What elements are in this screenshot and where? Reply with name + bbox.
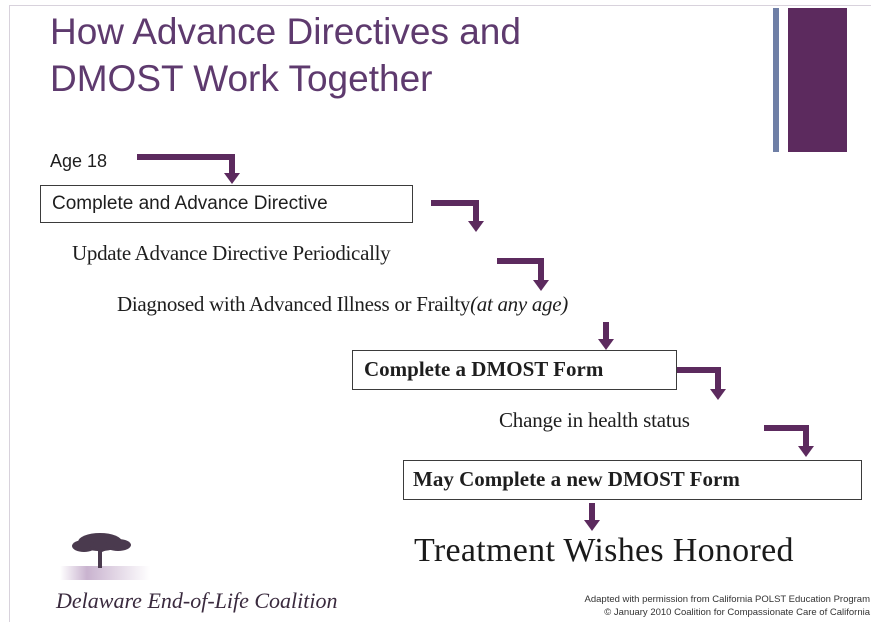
step-label: Complete and Advance Directive [52,193,328,214]
elbow-arrow-icon [764,425,814,457]
step-wishes-honored: Treatment Wishes Honored [414,532,794,569]
elbow-arrow-icon [431,200,484,232]
title-line-2: DMOST Work Together [50,58,433,99]
step-complete-advance-directive: Complete and Advance Directive [40,185,413,223]
accent-line [773,8,779,152]
slide-title: How Advance Directives and DMOST Work To… [50,8,750,102]
step-note: (at any age) [470,292,568,316]
accent-block [788,8,847,152]
step-update-directive: Update Advance Directive Periodically [72,241,391,265]
credit-line-2: © January 2010 Coalition for Compassiona… [604,607,870,618]
elbow-arrow-icon [137,154,240,184]
credit-line-1: Adapted with permission from California … [584,594,870,605]
step-new-dmost: May Complete a new DMOST Form [403,460,862,500]
step-age-18: Age 18 [50,151,108,171]
slide-frame [9,5,871,622]
step-diagnosed: Diagnosed with Advanced Illness or Frail… [117,292,568,317]
step-label: Complete a DMOST Form [364,357,604,381]
down-arrow-icon [584,503,600,531]
step-change-health: Change in health status [499,408,690,432]
step-label: Diagnosed with Advanced Illness or Frail… [117,292,471,316]
elbow-arrow-icon [497,258,549,291]
step-label: May Complete a new DMOST Form [413,467,740,491]
elbow-arrow-icon [676,367,726,400]
tree-icon [60,533,150,580]
step-complete-dmost: Complete a DMOST Form [352,350,677,390]
organization-name: Delaware End-of-Life Coalition [56,588,338,613]
title-line-1: How Advance Directives and [50,11,521,52]
down-arrow-icon [598,322,614,350]
